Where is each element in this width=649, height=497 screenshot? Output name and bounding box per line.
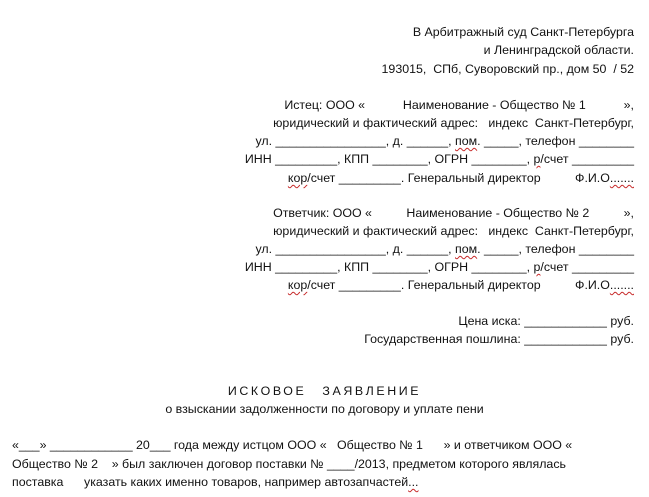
- body-line-3: поставка указать каких именно товаров, н…: [12, 475, 419, 489]
- plaintiff-requisites-line: ИНН _________, КПП ________, ОГРН ______…: [244, 152, 634, 166]
- defendant-street-line: ул. ________________, д. ______, пом. __…: [255, 242, 634, 256]
- defendant-director-line: кор/счет _________. Генеральный директор…: [287, 278, 634, 292]
- court-address-line: 193015, СПб, Суворовский пр., дом 50 / 5…: [381, 62, 634, 76]
- court-name-line1: В Арбитражный суд Санкт-Петербурга: [412, 25, 634, 39]
- body-line-2: Общество № 2 » был заключен договор пост…: [12, 457, 566, 471]
- defendant-requisites-line: ИНН _________, КПП ________, ОГРН ______…: [244, 260, 634, 274]
- body-line-1: «___» ____________ 20___ года между истц…: [12, 438, 573, 452]
- plaintiff-director-line: кор/счет _________. Генеральный директор…: [287, 171, 634, 185]
- court-name-line2: и Ленинградской области.: [483, 43, 634, 57]
- claim-price-line: Цена иска: ____________ руб.: [458, 314, 634, 328]
- plaintiff-name-line: Истец: ООО « Наименование - Общество № 1…: [284, 98, 634, 112]
- defendant-address-line: юридический и фактический адрес: индекс …: [273, 224, 634, 238]
- state-duty-line: Государственная пошлина: ____________ ру…: [364, 332, 634, 346]
- plaintiff-street-line: ул. ________________, д. ______, пом. __…: [255, 134, 634, 148]
- document-title: ИСКОВОЕ ЗАЯВЛЕНИЕ: [227, 384, 422, 398]
- document-subtitle: о взыскании задолженности по договору и …: [165, 402, 484, 416]
- plaintiff-address-line: юридический и фактический адрес: индекс …: [273, 116, 634, 130]
- defendant-name-line: Ответчик: ООО « Наименование - Общество …: [273, 206, 634, 220]
